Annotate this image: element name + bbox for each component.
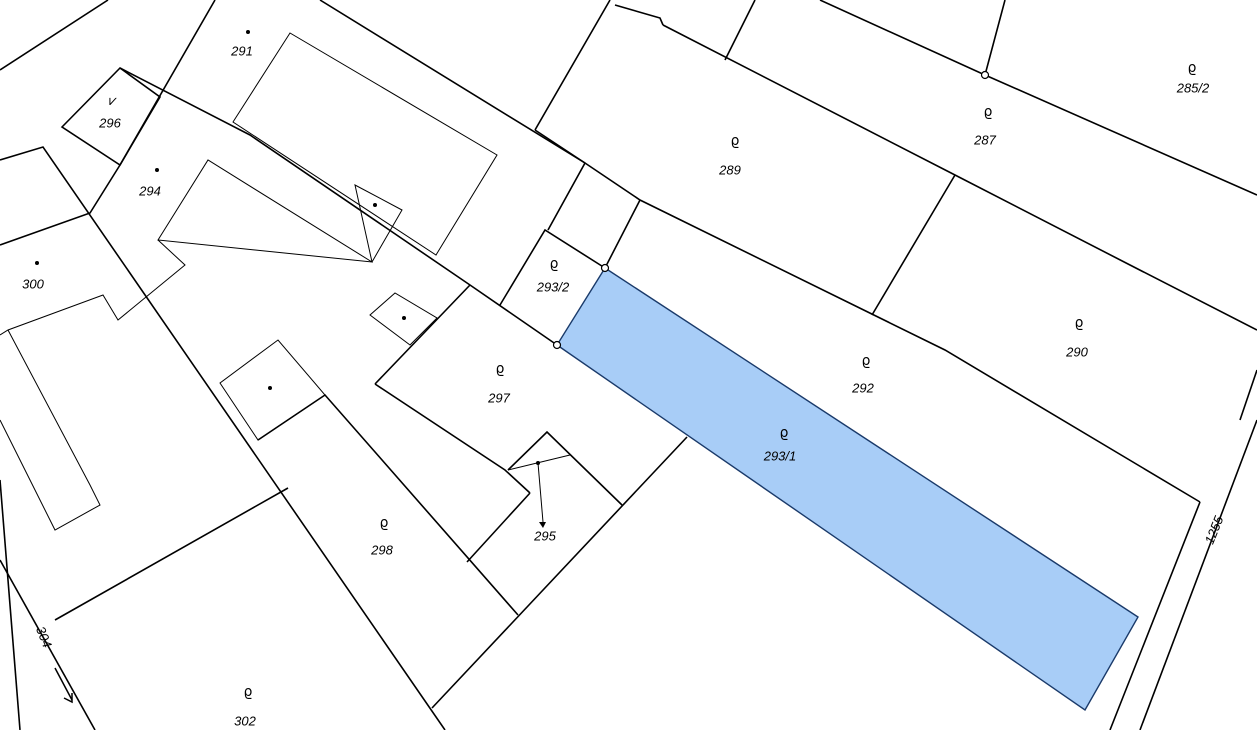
garden-icon: ϱ bbox=[495, 361, 505, 377]
parcel-label[interactable]: 300 bbox=[22, 276, 44, 292]
garden-icon: ϱ bbox=[379, 515, 389, 531]
parcel-label[interactable]: 287 bbox=[974, 132, 996, 148]
garden-icon: ϱ bbox=[779, 425, 789, 441]
parcel-label[interactable]: 302 bbox=[234, 713, 256, 729]
garden-icon: ϱ bbox=[983, 104, 993, 120]
garden-icon: ϱ bbox=[730, 133, 740, 149]
garden-icon: ϱ bbox=[243, 684, 253, 700]
building-outlines bbox=[0, 32, 586, 531]
garden-icon: ϱ bbox=[549, 256, 559, 272]
garden-icon: ϱ bbox=[861, 353, 871, 369]
road-direction-arrow-icon bbox=[54, 667, 73, 704]
highlighted-parcel-293-1[interactable] bbox=[556, 267, 1139, 712]
parcel-label[interactable]: 297 bbox=[488, 390, 510, 406]
parcel-label[interactable]: 291 bbox=[231, 43, 253, 59]
parcel-label[interactable]: 298 bbox=[371, 542, 393, 558]
parcel-label[interactable]: 292 bbox=[852, 380, 874, 396]
parcel-label[interactable]: 295 bbox=[534, 528, 556, 544]
parcel-label[interactable]: 290 bbox=[1066, 344, 1088, 360]
parcel-label[interactable]: 293/2 bbox=[536, 279, 570, 295]
parcel-label[interactable]: 296 bbox=[99, 115, 121, 131]
survey-points bbox=[552, 70, 990, 350]
dot-markers bbox=[35, 30, 540, 465]
checkmark-icon: ⩗ bbox=[109, 93, 117, 109]
parcel-label[interactable]: 285/2 bbox=[1176, 80, 1210, 96]
parcel-label[interactable]: 294 bbox=[139, 183, 161, 199]
parcel-label[interactable]: 289 bbox=[719, 162, 741, 178]
parcel-label[interactable]: 293/1 bbox=[763, 448, 797, 464]
garden-icon: ϱ bbox=[1187, 60, 1197, 76]
arrow-icon bbox=[539, 522, 546, 528]
garden-icon: ϱ bbox=[1074, 315, 1084, 331]
